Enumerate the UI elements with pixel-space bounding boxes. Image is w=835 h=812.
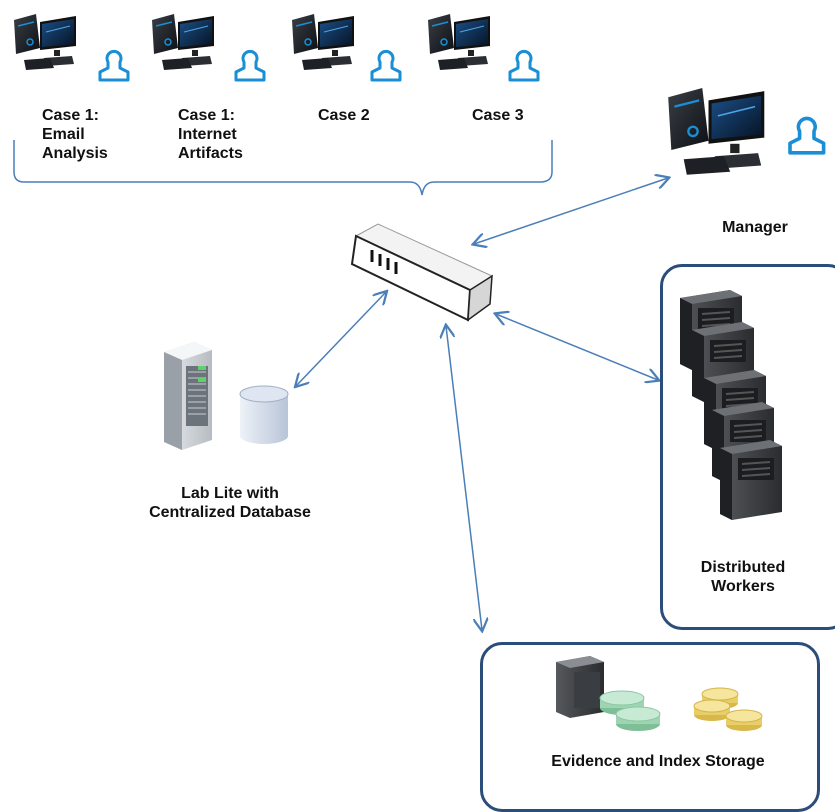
lab-lite-label: Lab Lite with Centralized Database: [149, 485, 311, 521]
workstation-3-label: Case 2: [318, 107, 370, 124]
workstation-1-label: Case 1: Email Analysis: [42, 107, 108, 162]
arrow-workers: [496, 314, 658, 380]
arrow-lab-lite: [296, 292, 386, 386]
distributed-workers-box: [660, 264, 835, 630]
manager-icon: [667, 86, 766, 176]
connection-arrows: [296, 178, 668, 630]
lab-lite-server-icon: [163, 341, 213, 451]
network-switch-icon: [350, 223, 494, 322]
distributed-workers-label: Distributed Workers: [700, 559, 786, 595]
workstation-4-icon: [427, 13, 540, 82]
workstation-1-icon: [13, 13, 130, 82]
evidence-storage-box: [480, 642, 820, 812]
manager-label: Manager: [722, 219, 788, 236]
storage-server-icon: [556, 656, 604, 718]
evidence-storage-label: Evidence and Index Storage: [551, 753, 765, 770]
workstation-2-icon: [151, 13, 266, 82]
workstation-4-label: Case 3: [472, 107, 524, 124]
arrow-storage: [446, 326, 482, 630]
workstation-3-icon: [291, 13, 402, 82]
database-icon: [239, 385, 289, 444]
arrow-manager: [474, 178, 668, 244]
manager-user-icon: [788, 116, 826, 155]
workstation-2-label: Case 1: Internet Artifacts: [178, 107, 243, 162]
